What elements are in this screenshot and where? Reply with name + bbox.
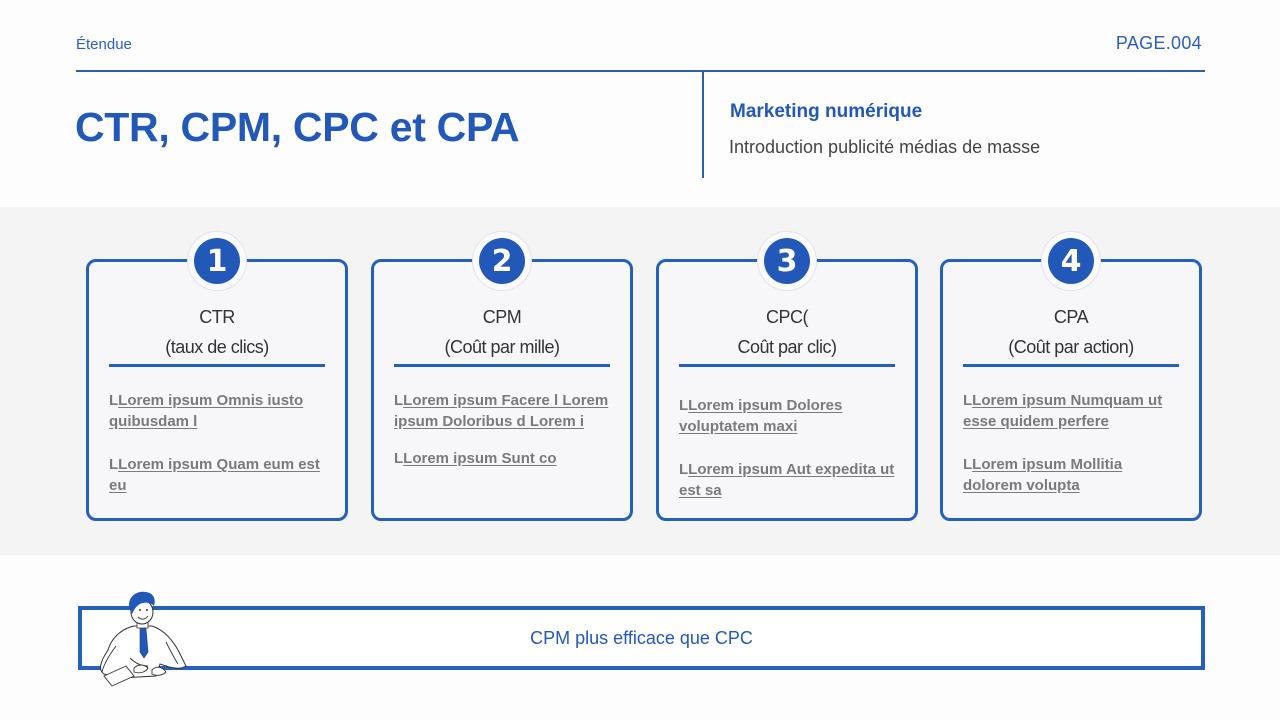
card-divider bbox=[109, 364, 325, 367]
metric-card-ctr: 1 CTR (taux de clics) LLorem ipsum Omnis… bbox=[86, 231, 348, 521]
item-link[interactable]: Lorem ipsum Mollitia dolorem volupta bbox=[963, 456, 1123, 494]
subtitle-description: Introduction publicité médias de masse bbox=[729, 137, 1041, 157]
card-heading: CTR (taux de clics) bbox=[89, 302, 345, 362]
card-body: LLorem ipsum Dolores voluptatem maxi LLo… bbox=[679, 395, 899, 523]
number-badge-ring: 1 bbox=[187, 231, 247, 291]
list-item: LLorem ipsum Aut expedita ut est sa bbox=[679, 461, 895, 499]
metric-card-cpa: 4 CPA (Coût par action) LLorem ipsum Num… bbox=[940, 231, 1202, 521]
number-badge: 2 bbox=[479, 238, 525, 284]
item-link[interactable]: Lorem ipsum Dolores voluptatem maxi bbox=[679, 397, 843, 435]
conclusion-banner: CPM plus efficace que CPC bbox=[78, 606, 1205, 670]
header-divider bbox=[76, 70, 1205, 72]
card-heading-acronym: CTR bbox=[199, 307, 235, 327]
card-body: LLorem ipsum Numquam ut esse quidem perf… bbox=[963, 390, 1183, 518]
item-link[interactable]: Lorem ipsum Omnis iusto quibusdam l bbox=[109, 392, 304, 430]
item-link[interactable]: Lorem ipsum Sunt co bbox=[403, 450, 557, 467]
item-link[interactable]: Lorem ipsum Numquam ut esse quidem perfe… bbox=[963, 392, 1163, 430]
businessman-illustration-icon bbox=[100, 591, 187, 687]
card-divider bbox=[679, 364, 895, 367]
header-vertical-divider bbox=[702, 72, 704, 178]
card-heading: CPM (Coût par mille) bbox=[374, 302, 630, 362]
section-kicker: Étendue bbox=[76, 36, 132, 53]
card-body: LLorem ipsum Facere l Lorem ipsum Dolori… bbox=[394, 390, 614, 491]
card-heading-definition: (taux de clics) bbox=[165, 337, 269, 357]
list-item: LLorem ipsum Numquam ut esse quidem perf… bbox=[963, 392, 1163, 430]
card-divider bbox=[394, 364, 610, 367]
metric-card-cpc: 3 CPC( Coût par clic) LLorem ipsum Dolor… bbox=[656, 231, 918, 523]
list-item: LLorem ipsum Mollitia dolorem volupta bbox=[963, 456, 1123, 494]
list-item: LLorem ipsum Sunt co bbox=[394, 450, 557, 467]
card-heading-acronym: CPM bbox=[482, 307, 522, 327]
subtitle-category: Marketing numérique bbox=[730, 101, 923, 122]
card-heading-acronym: CPC( bbox=[766, 307, 809, 327]
list-item: LLorem ipsum Facere l Lorem ipsum Dolori… bbox=[394, 392, 609, 430]
card-heading-acronym: CPA bbox=[1053, 307, 1089, 327]
card-heading: CPC( Coût par clic) bbox=[659, 302, 915, 362]
number-badge: 3 bbox=[764, 238, 810, 284]
number-badge-ring: 4 bbox=[1041, 231, 1101, 291]
metric-card-cpm: 2 CPM (Coût par mille) LLorem ipsum Face… bbox=[371, 231, 633, 521]
number-badge: 1 bbox=[194, 238, 240, 284]
number-badge: 4 bbox=[1048, 238, 1094, 284]
list-item: LLorem ipsum Omnis iusto quibusdam l bbox=[109, 392, 304, 430]
item-link[interactable]: Lorem ipsum Quam eum est eu bbox=[109, 456, 320, 494]
conclusion-text: CPM plus efficace que CPC bbox=[530, 627, 753, 648]
number-badge-ring: 3 bbox=[757, 231, 817, 291]
card-heading-definition: Coût par clic) bbox=[737, 337, 837, 357]
card-body: LLorem ipsum Omnis iusto quibusdam l LLo… bbox=[109, 390, 329, 518]
card-divider bbox=[963, 364, 1179, 367]
item-link[interactable]: Lorem ipsum Facere l Lorem ipsum Dolorib… bbox=[394, 392, 609, 430]
card-heading-definition: (Coût par action) bbox=[1008, 337, 1134, 357]
list-item: LLorem ipsum Dolores voluptatem maxi bbox=[679, 397, 843, 435]
card-heading-definition: (Coût par mille) bbox=[444, 337, 560, 357]
page-title: CTR, CPM, CPC et CPA bbox=[75, 104, 520, 150]
card-heading: CPA (Coût par action) bbox=[943, 302, 1199, 362]
page-number: PAGE.004 bbox=[1115, 33, 1202, 53]
item-link[interactable]: Lorem ipsum Aut expedita ut est sa bbox=[679, 461, 895, 499]
number-badge-ring: 2 bbox=[472, 231, 532, 291]
list-item: LLorem ipsum Quam eum est eu bbox=[109, 456, 320, 494]
